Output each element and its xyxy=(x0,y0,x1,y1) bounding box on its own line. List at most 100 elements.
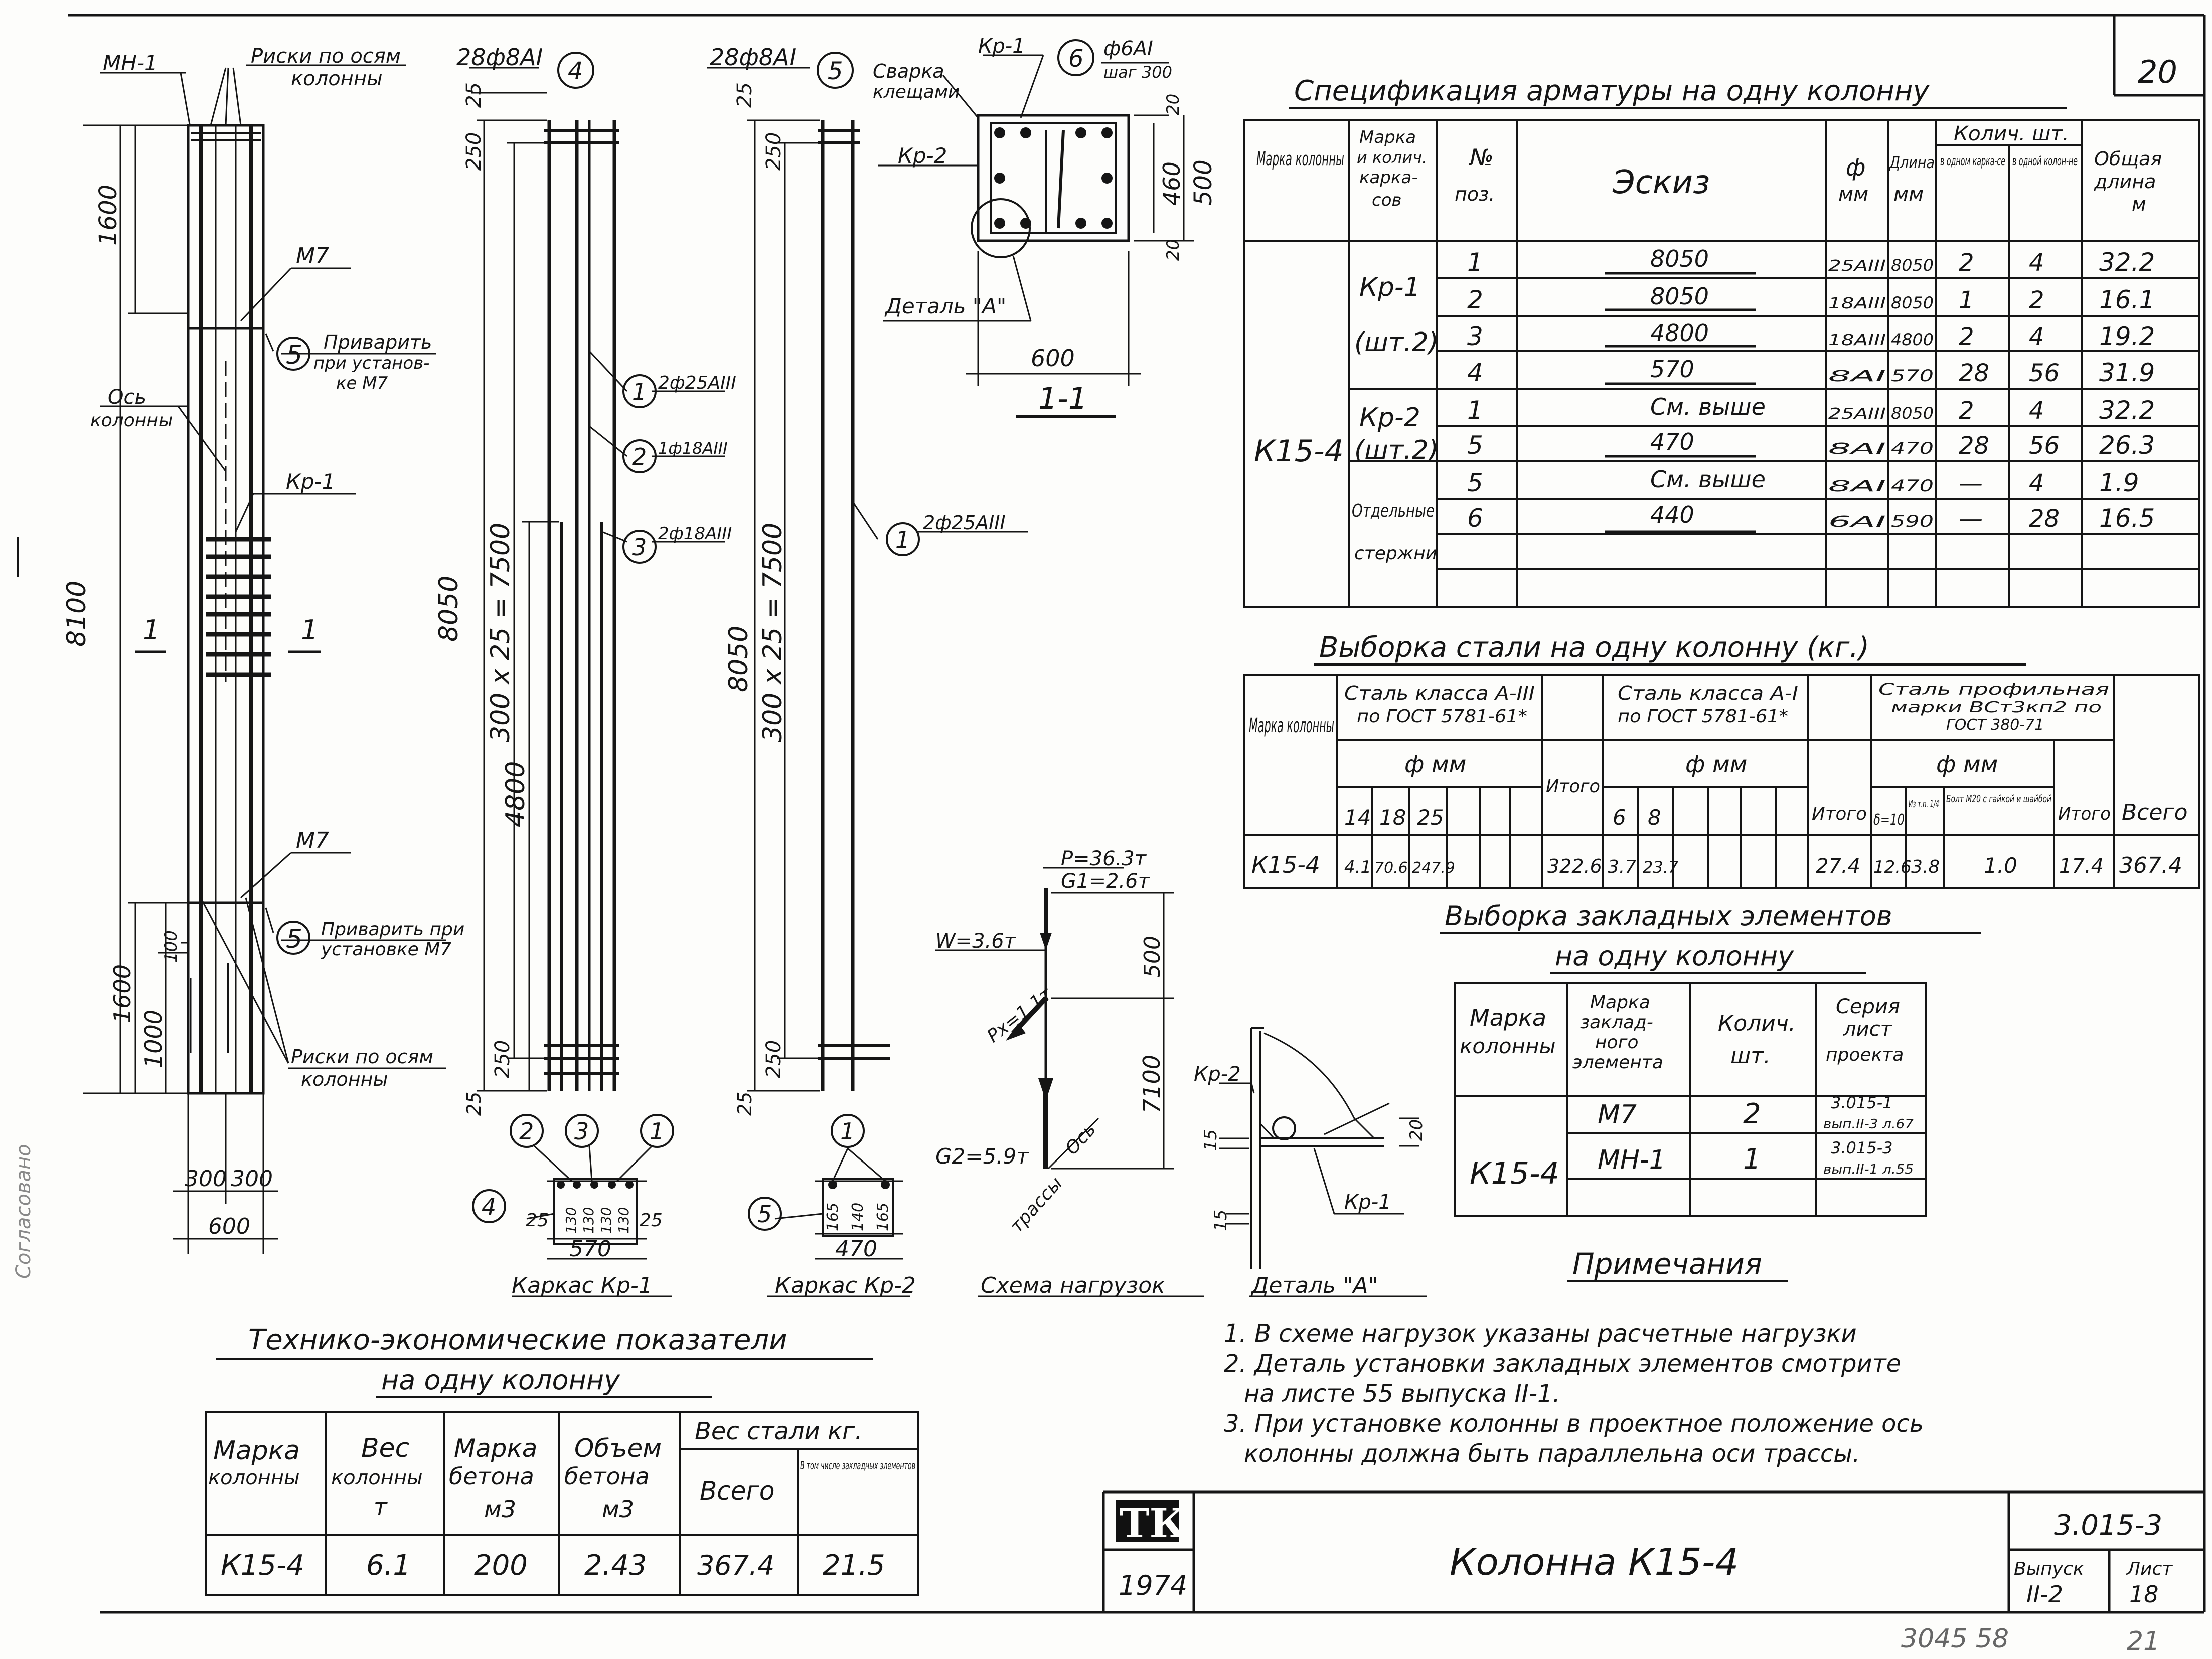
kr1-top-label: 28ф8АI xyxy=(456,44,543,71)
spec-row-total: 32.2 xyxy=(2099,396,2155,425)
emb-row-series-2: вып.II-3 л.67 xyxy=(1823,1117,1914,1132)
steel-r18: 70.6 xyxy=(1374,859,1408,877)
steel-h-dia: ф мм xyxy=(1404,751,1466,778)
section-mark-left: 1 xyxy=(143,614,160,646)
tech-r-mark: К15-4 xyxy=(221,1549,304,1582)
steel-row: К15-4 4.1 70.6 247.9 322.6 3.7 23.7 27.4… xyxy=(1251,851,2182,878)
kr2-dim-250-bottom: 250 xyxy=(762,1040,785,1078)
steel-r25: 247.9 xyxy=(1412,859,1455,877)
section-bar-label: ф6АI xyxy=(1103,37,1153,60)
spec-row-qty-cage: 2 xyxy=(1959,397,1974,425)
spec-h-pos-1: № xyxy=(1468,144,1494,171)
load-p: P=36.3т xyxy=(1061,847,1147,870)
steel-r-it3: 17.4 xyxy=(2059,855,2104,878)
tech-title-1: Технико-экономические показатели xyxy=(248,1323,787,1356)
emb-h-qty-1: Колич. xyxy=(1718,1011,1796,1036)
steel-h-itogo-1: Итого xyxy=(1546,776,1600,797)
spec-row-total: 16.5 xyxy=(2099,504,2155,533)
steel-h-a3-2: по ГОСТ 5781-61* xyxy=(1357,706,1527,727)
load-scheme-drawing xyxy=(935,867,1174,1170)
spec-row-total: 32.2 xyxy=(2099,248,2155,277)
spec-row-dia: 8АI xyxy=(1828,368,1886,385)
emb-row-qty: 1 xyxy=(1743,1143,1761,1176)
spec-col-mark: К15-4 xyxy=(1254,434,1344,469)
notes-title: Примечания xyxy=(1572,1247,1762,1281)
section-detail-label: Деталь "А" xyxy=(884,294,1006,318)
kr1-dim-250-bottom: 250 xyxy=(491,1040,514,1078)
spec-row-sketch: 570 xyxy=(1650,356,1694,383)
section-caption: 1-1 xyxy=(1038,381,1087,416)
note-2b: на листе 55 выпуска II-1. xyxy=(1244,1380,1560,1408)
spec-row-qty-col: 56 xyxy=(2029,359,2060,387)
steel-d18: 18 xyxy=(1379,805,1406,830)
steel-title: Выборка стали на одну колонну (кг.) xyxy=(1319,631,1869,664)
steel-p1: δ=10 xyxy=(1873,811,1905,829)
column-elevation xyxy=(83,64,446,1254)
kr2-caption: Каркас Кр-2 xyxy=(775,1273,916,1298)
steel-h-a3-1: Сталь класса А-III xyxy=(1344,682,1535,704)
kr1-dim-4800: 4800 xyxy=(501,761,531,827)
steel-h-prof-3: ГОСТ 380-71 xyxy=(1946,716,2044,734)
kr1-label-3: 2ф18АIII xyxy=(658,524,732,544)
steel-h-prof-2: марки ВСт3кп2 по xyxy=(1891,699,2102,716)
steel-h-dia-3: ф мм xyxy=(1936,751,1998,778)
spec-h-qty-cage: в одном карка-се xyxy=(1940,154,2005,169)
kr1-column-label: Кр-1 xyxy=(286,469,335,494)
kr2-dim-8050: 8050 xyxy=(724,626,754,692)
spec-sketch-bars xyxy=(1605,272,1756,533)
spec-h-cage-1: Марка xyxy=(1359,127,1416,147)
kr1-caption: Каркас Кр-1 xyxy=(512,1273,653,1298)
m7-top-label: М7 xyxy=(296,243,329,269)
embedded-title-2: на одну колонну xyxy=(1555,940,1794,972)
spec-row-pos: 1 xyxy=(1467,396,1483,425)
spec-row-len: 570 xyxy=(1891,366,1934,385)
spec-h-cage-3: карка- xyxy=(1359,168,1418,188)
year: 1974 xyxy=(1119,1570,1187,1601)
spec-h-cage-4: сов xyxy=(1372,190,1402,210)
kr2-label-1: 2ф25АIII xyxy=(923,512,1006,534)
callout-circle-kr2-s5 xyxy=(748,1197,782,1231)
kr1-dim-8050: 8050 xyxy=(434,576,464,642)
detail-dim-20: 20 xyxy=(1406,1119,1427,1141)
kr1-sec-25-right: 25 xyxy=(640,1210,663,1231)
tech-r-volume: 2.43 xyxy=(584,1549,647,1582)
logo-box xyxy=(1116,1500,1179,1542)
section-dim-600: 600 xyxy=(1031,345,1075,372)
spec-row-qty-col: 4 xyxy=(2029,469,2044,497)
m7-bottom-label: М7 xyxy=(296,827,329,853)
spec-row-dia: 6АI xyxy=(1828,513,1886,531)
spec-row-qty-cage: 2 xyxy=(1959,249,1974,277)
steel-r-it2: 27.4 xyxy=(1816,855,1860,878)
load-g2: G2=5.9т xyxy=(935,1144,1029,1169)
section-1-1-drawing xyxy=(878,54,1194,418)
kr2-sec-470: 470 xyxy=(835,1236,877,1262)
spec-grp-kr2-2: (шт.2) xyxy=(1354,435,1439,465)
kr2-pos-top: 5 xyxy=(828,57,843,85)
section-mark-right: 1 xyxy=(301,614,318,646)
emb-h-ser-1: Серия xyxy=(1836,995,1900,1018)
spec-row-total: 19.2 xyxy=(2099,322,2155,351)
kr1-dim-25-bottom: 25 xyxy=(463,1092,485,1116)
kr2-sec-pos-1: 1 xyxy=(840,1118,855,1145)
kr1-sec-pos-3: 3 xyxy=(574,1118,589,1145)
kr1-sec-130-3: 130 xyxy=(598,1207,614,1234)
steel-rp3: 1.0 xyxy=(1984,853,2017,878)
spec-row-dia: 25АIII xyxy=(1828,257,1886,275)
steel-p2: Из т.п. 1/4" xyxy=(1909,798,1942,810)
dim-1600-top: 1600 xyxy=(94,185,122,246)
steel-r14: 4.1 xyxy=(1344,857,1371,877)
kr1-sec-pos-1: 1 xyxy=(650,1118,664,1145)
emb-row-series-1: 3.015-3 xyxy=(1831,1138,1893,1157)
callout-circle-kr2-top xyxy=(817,52,854,89)
kr2-sec-165-1: 165 xyxy=(824,1203,842,1231)
kr1-sec-pos-4: 4 xyxy=(482,1193,496,1220)
sheet-title: Колонна К15-4 xyxy=(1450,1541,1739,1584)
spec-header: Марка колонны Марка и колич. карка- сов … xyxy=(1256,122,2162,215)
tech-r-concrete: 200 xyxy=(474,1549,528,1582)
kr1-sec-25-left: 25 xyxy=(526,1210,549,1231)
spec-h-total-3: м xyxy=(2132,193,2146,215)
weld-top-label-2: при установ- xyxy=(313,353,430,373)
cage-kr2-section-dots xyxy=(828,1180,890,1189)
